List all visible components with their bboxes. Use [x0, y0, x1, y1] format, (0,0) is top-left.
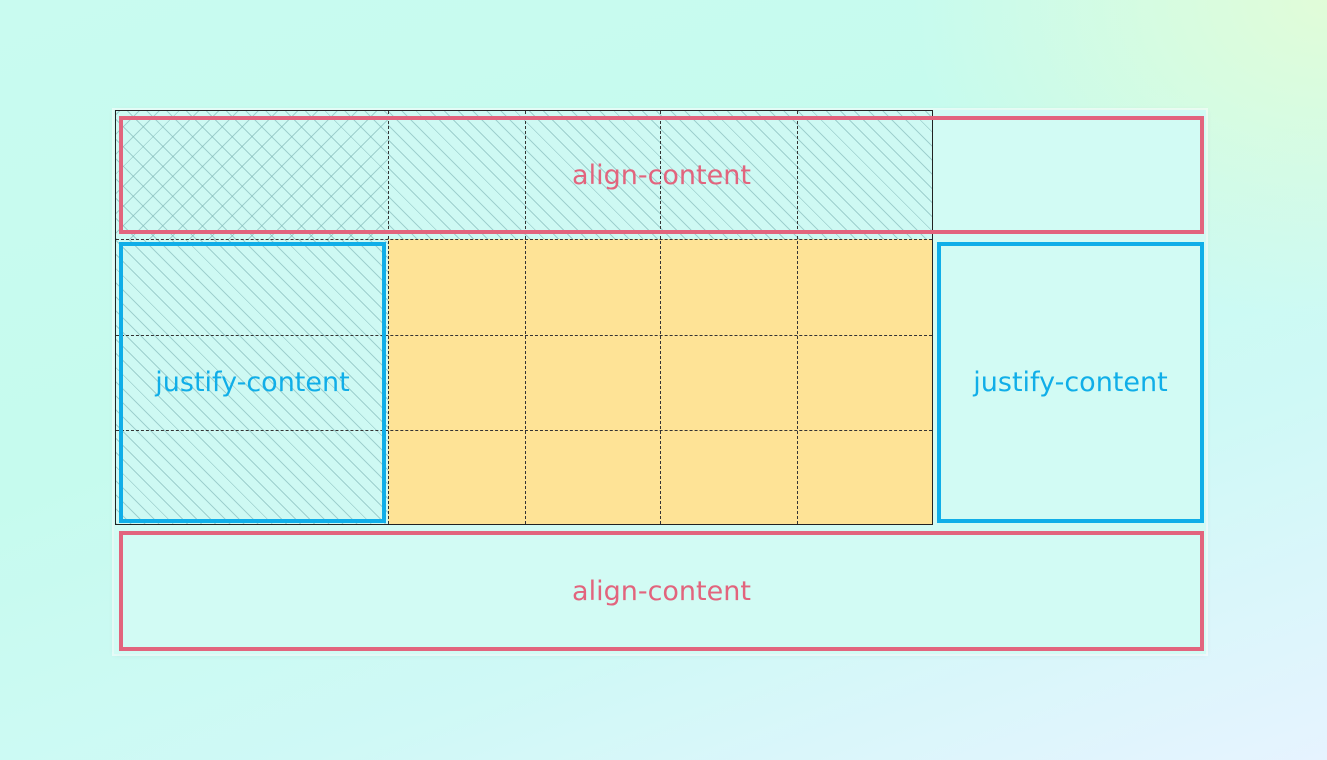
grid-cell-corner — [116, 111, 388, 239]
grid-cell-left-gap — [116, 239, 388, 524]
align-content-bottom-box: align-content — [119, 531, 1204, 651]
grid-line-row-3 — [116, 430, 932, 431]
grid-line-col-2 — [525, 111, 526, 524]
grid-line-col-1 — [388, 111, 389, 524]
grid-line-col-4 — [797, 111, 798, 524]
justify-content-right-box: justify-content — [937, 242, 1204, 523]
grid-line-row-2 — [116, 335, 932, 336]
justify-content-left-label: justify-content — [155, 367, 350, 398]
align-content-top-box: align-content — [119, 116, 1204, 234]
grid-area — [115, 110, 933, 525]
grid-line-col-3 — [660, 111, 661, 524]
justify-content-right-label: justify-content — [973, 367, 1168, 398]
grid-line-row-1 — [116, 239, 932, 240]
justify-content-left-box: justify-content — [119, 242, 386, 523]
align-content-top-label: align-content — [572, 159, 751, 191]
align-content-bottom-label: align-content — [572, 575, 751, 607]
